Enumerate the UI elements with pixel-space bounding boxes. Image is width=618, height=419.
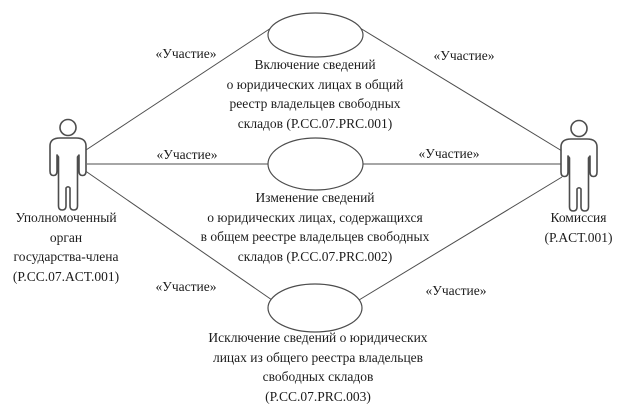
use-case-ellipse-2 [267,137,364,191]
participation-label-right-bottom: «Участие» [425,283,487,298]
association-line-right-top [359,27,563,152]
association-line-left-top [85,27,272,151]
use-case-label-3: Исключение сведений о юридических лицах … [208,330,428,404]
actor-icon-right [560,119,598,212]
use-case-label-2: Изменение сведений о юридических лицах, … [200,190,430,264]
use-case-ellipse-1 [267,12,364,58]
participation-label-left-middle: «Участие» [156,147,218,162]
participation-label-left-bottom: «Участие» [155,279,217,294]
actor-icon-left [49,118,87,211]
association-line-left-bottom [83,169,273,301]
participation-label-left-top: «Участие» [155,46,217,61]
participation-label-right-top: «Участие» [433,48,495,63]
use-case-label-1: Включение сведений о юридических лицах в… [226,57,404,131]
association-line-right-bottom [358,176,563,301]
actor-label-left: Уполномоченный орган государства-члена (… [12,210,120,284]
actor-label-right: Комиссия (P.ACT.001) [544,210,613,245]
participation-label-right-middle: «Участие» [418,146,480,161]
use-case-ellipse-3 [267,283,363,333]
